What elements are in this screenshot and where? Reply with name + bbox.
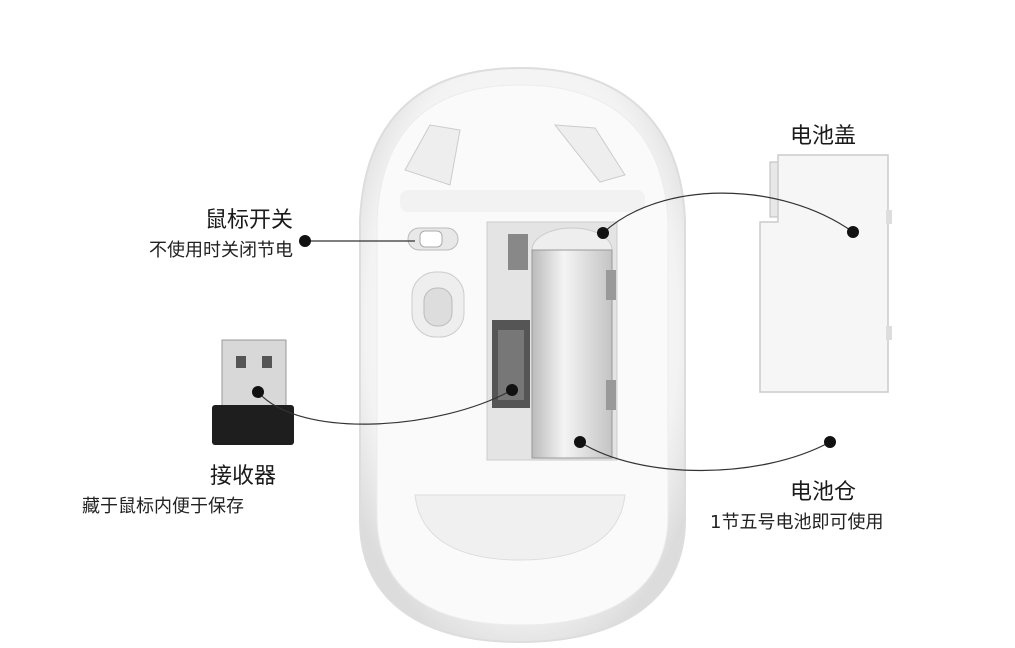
callout-dots xyxy=(252,226,859,448)
battery-compartment xyxy=(486,221,618,461)
aa-battery xyxy=(531,249,613,459)
usb-receiver xyxy=(212,339,294,445)
receiver-label: 接收器 xyxy=(210,464,277,489)
callout-lines xyxy=(257,192,854,472)
receiver-description: 藏于鼠标内便于保存 xyxy=(82,496,244,517)
battery-compartment-label: 电池仓 xyxy=(790,480,857,505)
power-switch[interactable] xyxy=(407,227,459,251)
battery-cover-label: 电池盖 xyxy=(790,124,857,149)
switch-description: 不使用时关闭节电 xyxy=(149,240,293,261)
battery-cover xyxy=(759,154,892,393)
optical-sensor xyxy=(411,271,465,338)
battery-compartment-description: 1节五号电池即可使用 xyxy=(710,512,884,533)
switch-label: 鼠标开关 xyxy=(204,208,293,233)
